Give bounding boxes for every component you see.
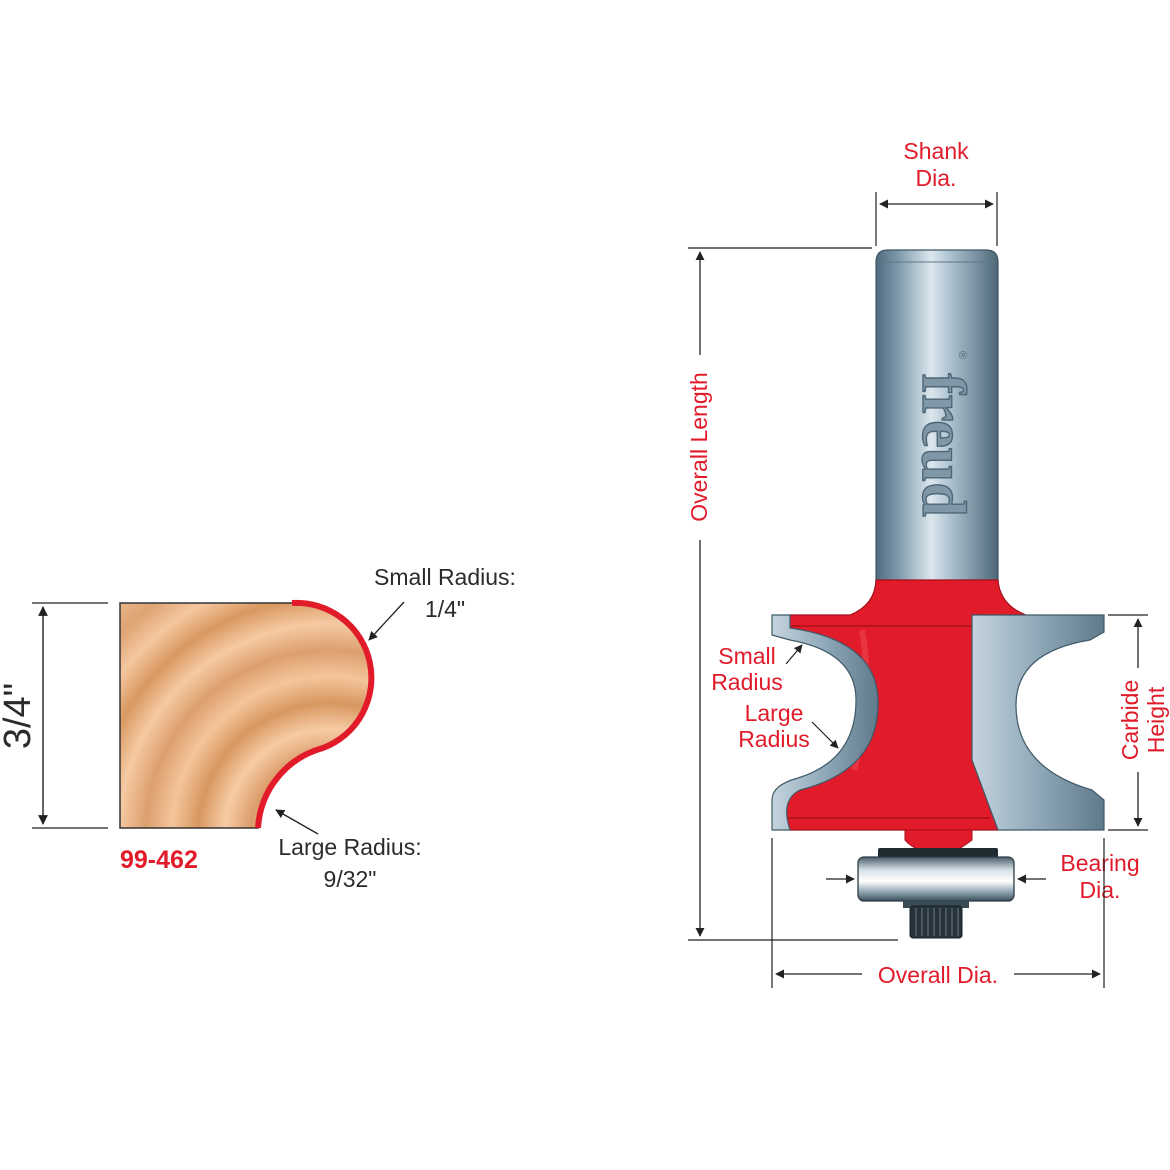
shank	[875, 249, 999, 591]
bearing-dia-title: Bearing	[1060, 850, 1139, 876]
left-carbide-cutter	[771, 614, 879, 831]
profile-large-radius-value: 9/32"	[324, 866, 377, 892]
profile-section: 3/4" Small Radius: 1/4" Large Radius: 9/…	[0, 564, 516, 892]
bit-large-radius-leader	[811, 721, 839, 749]
carbide-height-title: Carbide	[1117, 680, 1143, 761]
profile-large-radius-leader	[275, 809, 319, 835]
shank-dia-title-2: Dia.	[916, 165, 957, 191]
bearing-washer	[878, 848, 998, 858]
bearing-screw-knurl-icon	[915, 908, 959, 936]
router-bit-section: Shank Dia. Overall Length freud ®	[686, 138, 1169, 988]
right-carbide-cutter	[971, 614, 1105, 831]
overall-dia-label: Overall Dia.	[878, 962, 998, 988]
carbide-height-title-2: Height	[1143, 686, 1169, 753]
profile-small-radius-leader	[368, 601, 405, 641]
bit-large-radius-title: Large	[745, 700, 804, 726]
bearing-dia-title-2: Dia.	[1080, 877, 1121, 903]
bit-small-radius-leader	[785, 644, 803, 665]
bit-small-radius-title: Small	[718, 643, 776, 669]
overall-length-label: Overall Length	[686, 372, 712, 522]
product-code: 99-462	[120, 846, 198, 874]
bearing-collar	[903, 900, 969, 908]
bearing-screw	[909, 905, 963, 939]
freud-logo-icon: freud ®	[908, 351, 977, 517]
brand-registered-mark: ®	[956, 351, 968, 359]
bit-large-radius-title-2: Radius	[738, 726, 810, 752]
bit-small-radius-title-2: Radius	[711, 669, 783, 695]
profile-height-label: 3/4"	[0, 683, 39, 749]
wood-profile-shape	[119, 602, 373, 829]
brand-logo: freud	[909, 373, 977, 517]
shank-dia-title: Shank	[903, 138, 969, 164]
bearing	[857, 856, 1015, 902]
profile-cut-edge	[255, 599, 375, 829]
profile-large-radius-title: Large Radius:	[278, 834, 421, 860]
profile-small-radius-title: Small Radius:	[374, 564, 516, 590]
profile-small-radius-value: 1/4"	[425, 596, 465, 622]
